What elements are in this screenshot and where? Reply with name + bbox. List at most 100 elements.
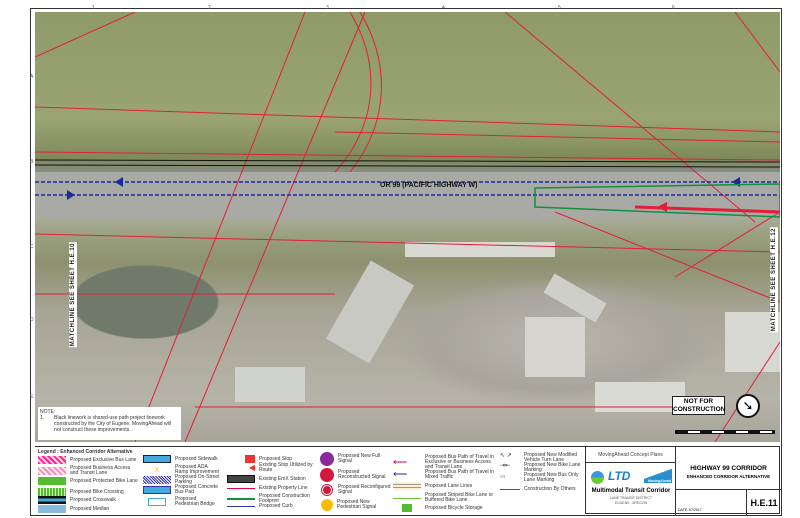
- legend-item: Proposed New Bike Lane Marking: [524, 462, 581, 473]
- bus-direction-arrow: [657, 202, 667, 212]
- property-line: [184, 12, 366, 442]
- bicycle-storage-swatch: [402, 504, 412, 512]
- legend-item: Proposed Protected Bike Lane: [70, 477, 138, 484]
- reconfigured-signal-icon: [320, 483, 334, 497]
- reconstructed-signal-icon: [320, 468, 334, 482]
- not-for-construction-stamp: NOT FOR CONSTRUCTION: [672, 396, 726, 415]
- ltd-logo: LTD: [608, 469, 631, 483]
- legend-item: Proposed Median: [70, 505, 110, 512]
- sidewalk-swatch: [143, 455, 171, 463]
- legend-title: Legend : Enhanced Corridor Alternative: [38, 449, 133, 455]
- bus-path-exclusive-icon: ⟵: [393, 456, 408, 468]
- bike-lane-marking-icon: ⇥⇤: [500, 463, 511, 469]
- city-logo-icon: [591, 471, 604, 484]
- property-line: [35, 151, 780, 161]
- striped-bike-lane-swatch: [393, 497, 421, 499]
- property-line: [35, 233, 780, 253]
- turn-lane-icon: ↖ ↗: [500, 453, 512, 459]
- alternative-title: ENHANCED CORRIDOR ALTERNATIVE: [686, 474, 771, 479]
- property-line: [674, 211, 780, 278]
- legend-item: Construction By Others: [524, 486, 576, 492]
- legend-item: Proposed Business Access and Transit Lan…: [70, 465, 131, 476]
- legend-item: Proposed New Full Signal: [338, 453, 381, 464]
- legend-item: Proposed Bus Path of Travel in Exclusive…: [425, 454, 494, 470]
- property-line: [734, 12, 780, 73]
- property-line: [504, 12, 756, 223]
- proposed-stop-icon: [245, 455, 255, 463]
- sheet-number: H.E.11: [746, 490, 781, 516]
- ruler-number: 5: [558, 5, 561, 11]
- ruler-number: 3: [326, 5, 329, 11]
- property-line: [35, 12, 136, 58]
- ruler-letter: D: [30, 317, 34, 323]
- movingahead-logo: MovingAhead: [644, 467, 672, 483]
- emx-station-icon: [227, 475, 255, 483]
- legend-item: Existing Stop Utilized by Route: [259, 462, 313, 473]
- building: [325, 260, 415, 364]
- legend-item: Existing EmX Station: [259, 475, 306, 482]
- property-line: [35, 106, 780, 133]
- legend-item: Proposed Striped Bike Lane or Buffered B…: [425, 492, 494, 503]
- city-name: EUGENE, OREGON: [614, 501, 648, 505]
- building: [405, 242, 555, 257]
- matchline-right: MATCHLINE SEE SHEET H.E.12: [770, 227, 778, 333]
- ped-signal-icon: [321, 499, 333, 511]
- drawing-sheet: [30, 8, 782, 516]
- title-block: MovingAhead Concept Plans LTD MovingAhea…: [585, 446, 781, 516]
- curb-swatch: [227, 506, 255, 507]
- corridor-title: HIGHWAY 99 CORRIDOR: [690, 465, 767, 472]
- title-header: MovingAhead Concept Plans: [586, 447, 676, 463]
- ruler-number: 6: [672, 5, 675, 11]
- ruler-letter: C: [30, 244, 34, 250]
- ruler-letter: B: [30, 159, 34, 165]
- legend-item: Proposed ADA Ramp Improvement: [175, 464, 219, 475]
- property-line: [134, 12, 306, 442]
- ada-ramp-icon: x: [155, 465, 159, 474]
- property-line: [334, 131, 780, 143]
- bus-only-marking-icon: ≡R: [500, 474, 506, 479]
- bus-direction-arrow: [67, 190, 75, 200]
- ruler-number: 2: [208, 5, 211, 11]
- footprint-swatch: [227, 498, 255, 500]
- aerial-map[interactable]: OR 99 (PACIFIC HIGHWAY W) MATCHLINE SEE …: [35, 12, 780, 442]
- property-line: [334, 12, 372, 173]
- legend-item: Proposed Construction Footprint: [259, 493, 310, 504]
- ped-bridge-swatch: [148, 498, 166, 506]
- ruler-letter: A: [30, 74, 34, 80]
- legend: Legend : Enhanced Corridor Alternative P…: [35, 446, 585, 514]
- legend-item: Proposed Sidewalk: [175, 455, 218, 462]
- north-arrow-icon: ➘: [736, 394, 760, 418]
- building: [543, 273, 607, 323]
- legend-item: Proposed Reconstructed Signal: [338, 469, 386, 480]
- project-name: Multimodal Transit Corridor: [591, 488, 671, 494]
- construction-footprint: [534, 183, 780, 218]
- legend-item: Proposed New Pedestrian Signal: [337, 499, 377, 510]
- ruler-number: 4: [442, 5, 445, 11]
- matchline-left: MATCHLINE SEE SHEET H.E.10: [69, 242, 77, 348]
- existing-stop-icon: ◀: [248, 463, 255, 472]
- shared-use-path: [35, 159, 780, 163]
- full-signal-icon: [320, 452, 334, 466]
- legend-item: Proposed Bicycle Storage: [425, 504, 483, 511]
- legend-item: Proposed New Modified Vehicle Turn Lane: [524, 452, 578, 463]
- legend-item: Proposed Lane Lines: [425, 482, 473, 489]
- legend-item: Proposed On-Street Parking: [175, 474, 220, 485]
- protected-bike-lane-swatch: [38, 477, 66, 485]
- bike-crossing-swatch: [38, 488, 66, 496]
- legend-item: Proposed Bus Path of Travel in Mixed Tra…: [425, 469, 494, 480]
- date-label: DATE: 07/2017: [678, 508, 702, 512]
- building: [235, 367, 305, 402]
- shared-use-path: [35, 164, 780, 168]
- legend-item: Proposed Exclusive Bus Lane: [70, 456, 137, 463]
- property-line: [349, 12, 382, 173]
- legend-item: Proposed Crosswalk: [70, 496, 116, 503]
- agency-name: LANE TRANSIT DISTRICT: [609, 496, 653, 500]
- map-linework: [35, 12, 780, 442]
- legend-item: Proposed Stop: [259, 455, 293, 462]
- lane-lines-swatch: [393, 482, 421, 490]
- bus-direction-arrow: [115, 177, 123, 187]
- note-number: 1.: [40, 415, 45, 421]
- legend-item: Proposed Curb: [259, 503, 293, 509]
- on-street-parking-swatch: [143, 476, 171, 484]
- building: [525, 317, 585, 377]
